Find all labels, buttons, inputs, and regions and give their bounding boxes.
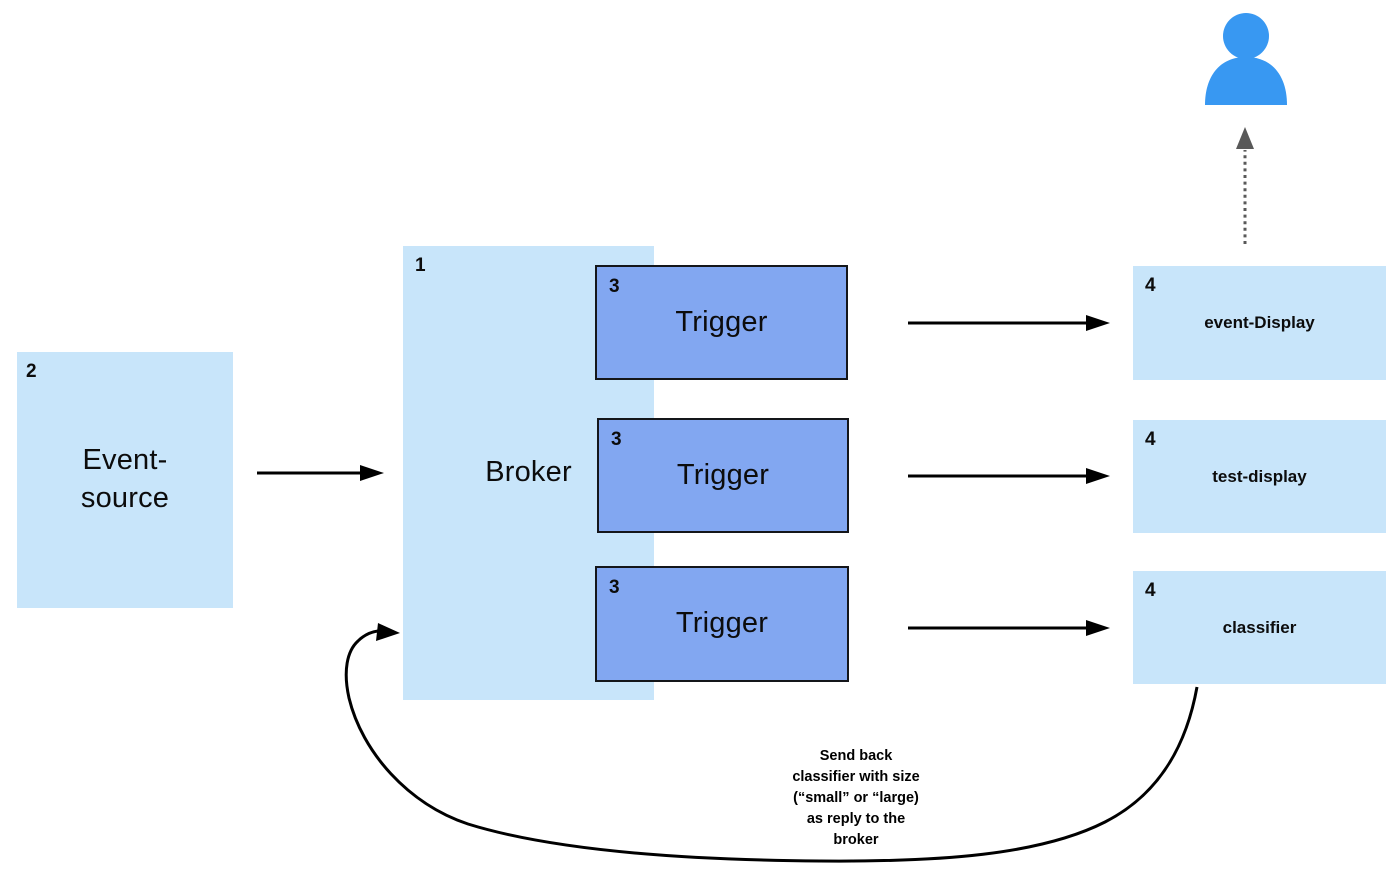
event-source-label: Event- source xyxy=(80,444,170,514)
classifier-node: 4 classifier xyxy=(1133,571,1386,684)
test-display-label: test-display xyxy=(1212,466,1307,486)
trigger-2-label: Trigger xyxy=(676,458,770,491)
classifier-number-badge: 4 xyxy=(1145,580,1156,601)
event-display-node: 4 event-Display xyxy=(1133,266,1386,380)
trigger-2-number-badge: 3 xyxy=(611,429,622,450)
arrow-trigger3-to-classifier xyxy=(908,620,1110,636)
event-display-number-badge: 4 xyxy=(1145,275,1156,296)
trigger-3-number-badge: 3 xyxy=(609,577,620,598)
event-display-label: event-Display xyxy=(1204,313,1315,332)
dotted-arrow-to-person xyxy=(1236,127,1254,244)
trigger-1-label: Trigger xyxy=(675,305,768,338)
reply-annotation-text: Send back classifier with size (“small” … xyxy=(792,748,920,848)
trigger-node-3: 3 Trigger xyxy=(595,566,849,682)
broker-label: Broker xyxy=(485,456,572,489)
arrow-trigger2-to-test-display xyxy=(908,468,1110,484)
event-source-node: 2 Event- source xyxy=(17,352,233,608)
event-source-number-badge: 2 xyxy=(26,361,37,382)
test-display-number-badge: 4 xyxy=(1145,429,1156,450)
classifier-label: classifier xyxy=(1222,617,1297,637)
trigger-node-1: 3 Trigger xyxy=(595,265,848,380)
arrow-event-source-to-broker xyxy=(257,465,384,481)
trigger-3-label: Trigger xyxy=(675,607,769,640)
arrow-trigger1-to-event-display xyxy=(908,315,1110,331)
person-icon xyxy=(1205,13,1287,105)
broker-number-badge: 1 xyxy=(415,255,426,276)
trigger-node-2: 3 Trigger xyxy=(597,418,849,533)
trigger-1-number-badge: 3 xyxy=(609,276,620,297)
test-display-node: 4 test-display xyxy=(1133,420,1386,533)
